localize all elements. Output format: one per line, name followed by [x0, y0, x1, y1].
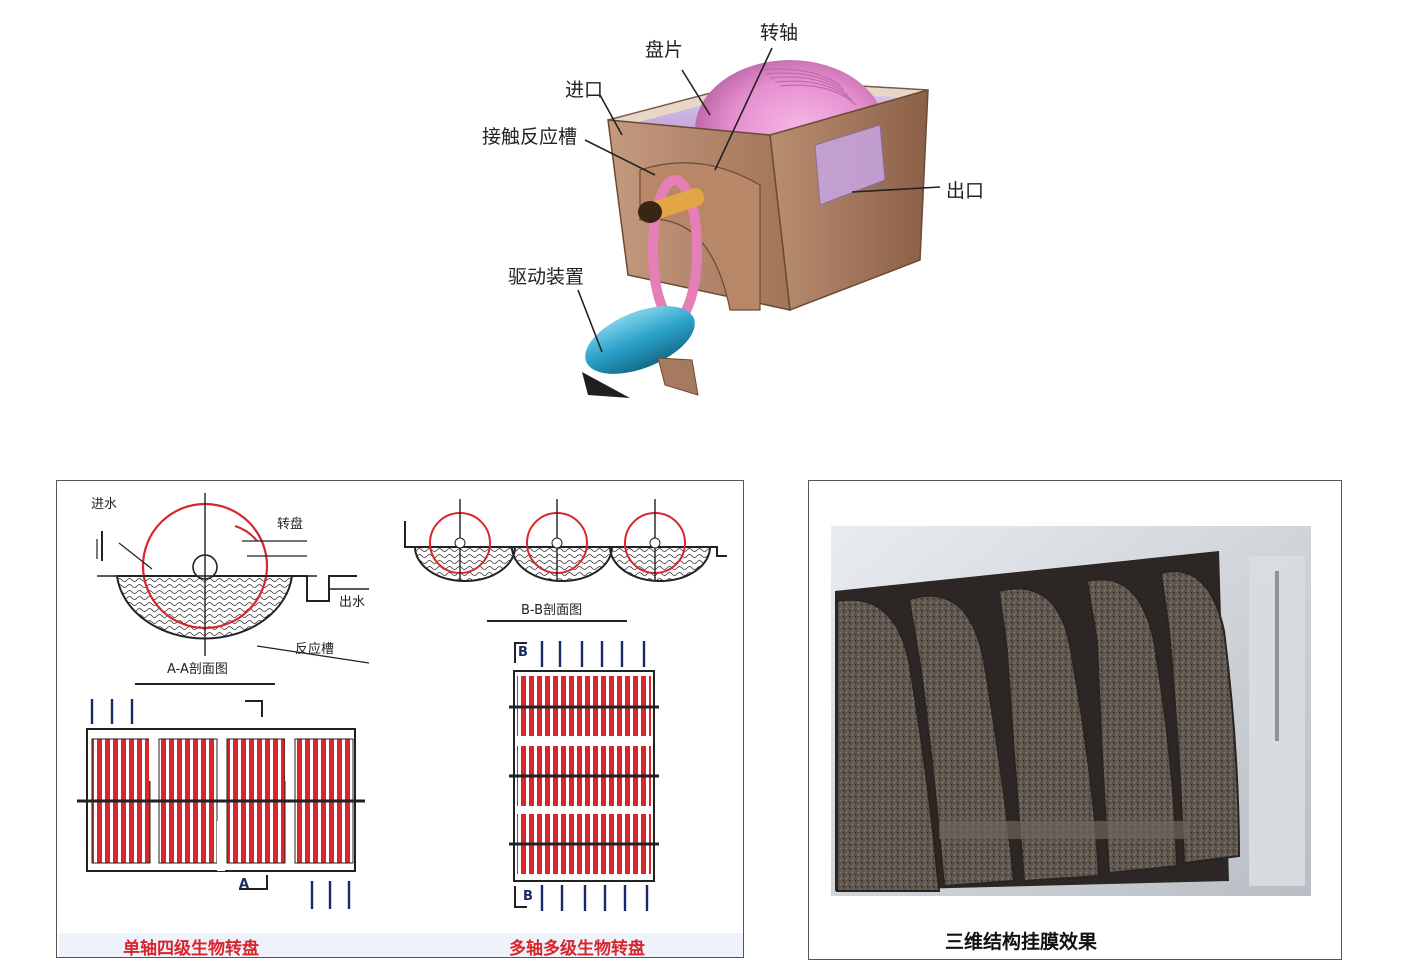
- photo-panel: 三维结构挂膜效果: [808, 480, 1342, 960]
- label-tank: 接触反应槽: [482, 126, 578, 148]
- schematic-panel: 进水 转盘 出水 反应槽 A-A剖面图 A B-B剖面图 B B 单轴四级生物转…: [56, 480, 744, 959]
- label-shaft: 转轴: [760, 22, 799, 44]
- label-reaction-tank: 反应槽: [295, 642, 335, 657]
- section-marker-a: A: [239, 877, 250, 892]
- outlet-channel: [814, 124, 886, 206]
- biofilm-discs: [836, 570, 1241, 892]
- drive-motor: [585, 306, 695, 374]
- label-disc-aa: 转盘: [277, 517, 304, 532]
- leader-lines: [577, 47, 941, 353]
- label-drive: 驱动装置: [508, 266, 585, 288]
- caption-biofilm: 三维结构挂膜效果: [945, 931, 1098, 953]
- section-marker-b-top: B: [518, 645, 528, 660]
- label-inlet: 进口: [565, 79, 604, 101]
- aa-section-view: [96, 493, 370, 685]
- aa-section-title: A-A剖面图: [167, 662, 228, 677]
- caption-band: [59, 933, 743, 957]
- bb-section-title: B-B剖面图: [521, 603, 583, 618]
- caption-multi-axis: 多轴多级生物转盘: [509, 939, 645, 959]
- caption-single-axis: 单轴四级生物转盘: [123, 939, 259, 959]
- single-axis-plan: [77, 699, 365, 909]
- disc-stack: [759, 68, 857, 106]
- label-outlet: 出口: [946, 180, 985, 202]
- label-outflow: 出水: [339, 595, 366, 610]
- bb-section-view: [404, 499, 727, 622]
- rotating-biological-contactor-3d: 盘片 转轴 进口 接触反应槽 出口 驱动装置: [460, 10, 1020, 410]
- biofilm-photo: [831, 526, 1311, 896]
- label-inflow: 进水: [91, 497, 118, 512]
- label-disc: 盘片: [645, 39, 684, 61]
- shaft-photo: [939, 821, 1189, 839]
- section-marker-b-bottom: B: [523, 889, 533, 904]
- multi-axis-plan: [509, 641, 659, 911]
- schematic-drawings: [59, 493, 743, 957]
- rbc-3d-illustration: [577, 47, 941, 398]
